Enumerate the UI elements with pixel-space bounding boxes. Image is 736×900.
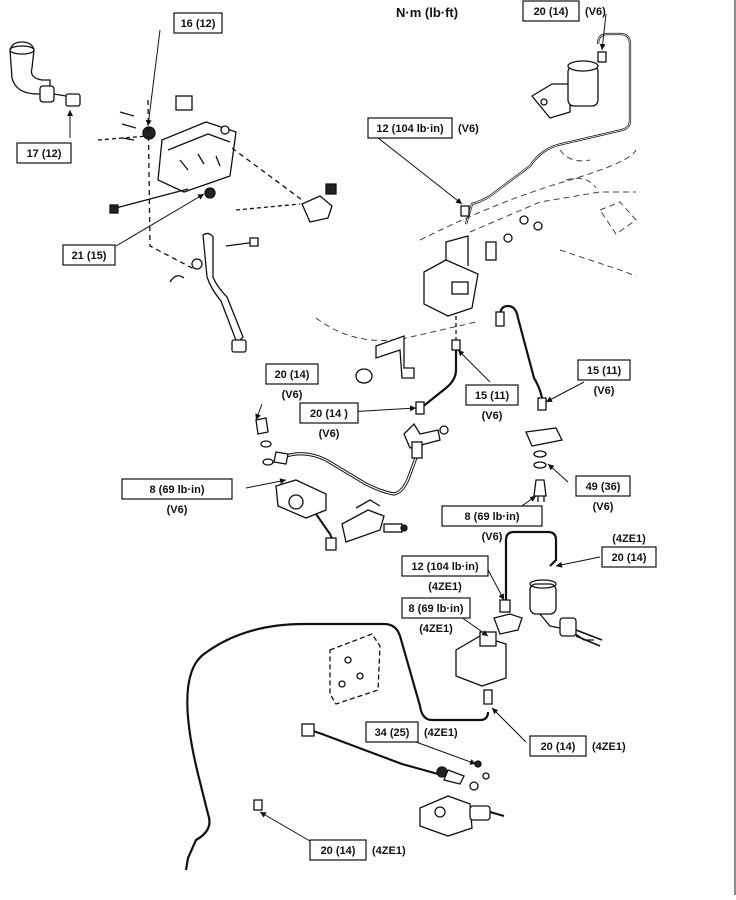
callout-box	[309, 839, 367, 861]
callout-box	[529, 735, 587, 757]
body-outline	[315, 149, 637, 341]
torque-value: 8 (69 lb·in)	[149, 484, 204, 496]
torque-value: 12 (104 lb·in)	[411, 561, 479, 573]
torque-callout: 15 (11) (V6)	[577, 359, 631, 397]
torque-value: 8 (69 lb·in)	[464, 511, 519, 523]
torque-callout: 34 (25) (4ZE1)	[365, 721, 458, 743]
engine-variant-tag: (V6)	[593, 501, 614, 513]
engine-variant-tag: (V6)	[319, 428, 340, 440]
torque-callout: 8 (69 lb·in) (4ZE1)	[401, 597, 471, 635]
torque-value: 17 (12)	[27, 148, 62, 160]
torque-callout: 16 (12)	[173, 12, 223, 34]
torque-callout: 12 (104 lb·in) (V6)	[367, 117, 479, 139]
engine-variant-tag: (4ZE1)	[612, 533, 646, 545]
torque-value: 34 (25)	[375, 727, 410, 739]
torque-callout: 8 (69 lb·in) (V6)	[441, 505, 543, 543]
torque-callout: 17 (12)	[16, 142, 72, 164]
engine-variant-tag: (V6)	[482, 531, 503, 543]
torque-value: 20 (14 )	[310, 408, 348, 420]
torque-value: 15 (11)	[475, 390, 510, 402]
callout-box	[121, 478, 233, 500]
callout-box	[365, 721, 419, 743]
callout-box	[173, 12, 223, 34]
callout-box	[16, 142, 72, 164]
torque-value: 16 (12)	[181, 18, 216, 30]
engine-variant-tag: (V6)	[167, 504, 188, 516]
torque-callout: 20 (14) (V6)	[265, 363, 319, 401]
callout-box	[299, 402, 359, 424]
callout-box	[601, 546, 657, 568]
torque-callout: 12 (104 lb·in) (4ZE1)	[401, 555, 489, 593]
torque-callout: 20 (14 ) (V6)	[299, 402, 359, 440]
v6-slave-cylinder	[255, 417, 423, 551]
engine-variant-tag: (4ZE1)	[424, 727, 458, 739]
torque-value: 21 (15)	[72, 250, 107, 262]
torque-value: 49 (36)	[586, 481, 621, 493]
page-edge	[734, 0, 736, 895]
callout-box	[62, 244, 116, 266]
torque-callout: 21 (15)	[62, 244, 116, 266]
torque-callout: 20 (14) (4ZE1)	[529, 735, 626, 757]
engine-variant-tag: (4ZE1)	[372, 845, 406, 857]
torque-callout: 20 (14) (V6)	[522, 0, 606, 22]
v6-master-cylinder	[460, 32, 632, 225]
torque-value: 20 (14)	[321, 845, 356, 857]
engine-variant-tag: (V6)	[594, 385, 615, 397]
torque-callout: 20 (14) (4ZE1)	[309, 839, 406, 861]
clutch-pedal-assembly	[9, 41, 337, 353]
engine-variant-tag: (V6)	[585, 6, 606, 18]
torque-callout: 20 (14) (4ZE1)	[601, 533, 657, 568]
callout-box	[265, 363, 319, 385]
v6-clutch-damper	[355, 215, 563, 502]
torque-value: 20 (14)	[541, 741, 576, 753]
engine-variant-tag: (4ZE1)	[419, 623, 453, 635]
torque-value: 20 (14)	[612, 552, 647, 564]
callout-box	[401, 597, 471, 619]
engine-variant-tag: (V6)	[282, 389, 303, 401]
torque-value: 12 (104 lb·in)	[376, 123, 444, 135]
torque-callout: 8 (69 lb·in) (V6)	[121, 478, 233, 516]
4ze1-hydraulic-line	[184, 530, 603, 871]
torque-callout: 49 (36) (V6)	[575, 475, 631, 513]
torque-callouts: 16 (12)17 (12)21 (15)20 (14)(V6)12 (104 …	[16, 0, 657, 861]
torque-value: 20 (14)	[534, 6, 569, 18]
callout-box	[441, 505, 543, 527]
torque-value: 8 (69 lb·in)	[408, 603, 463, 615]
callout-box	[522, 0, 580, 22]
torque-value: 15 (11)	[587, 365, 622, 377]
engine-variant-tag: (V6)	[482, 410, 503, 422]
engine-variant-tag: (4ZE1)	[592, 741, 626, 753]
callout-box	[575, 475, 631, 497]
callout-box	[465, 384, 519, 406]
torque-callout: 15 (11) (V6)	[465, 384, 519, 422]
callout-box	[401, 555, 489, 577]
leader-lines	[67, 13, 607, 849]
engine-variant-tag: (4ZE1)	[428, 581, 462, 593]
callout-box	[577, 359, 631, 381]
torque-value: 20 (14)	[275, 369, 310, 381]
callout-box	[367, 117, 453, 139]
engine-variant-tag: (V6)	[458, 123, 479, 135]
diagram-title: N·m (lb·ft)	[396, 5, 458, 20]
